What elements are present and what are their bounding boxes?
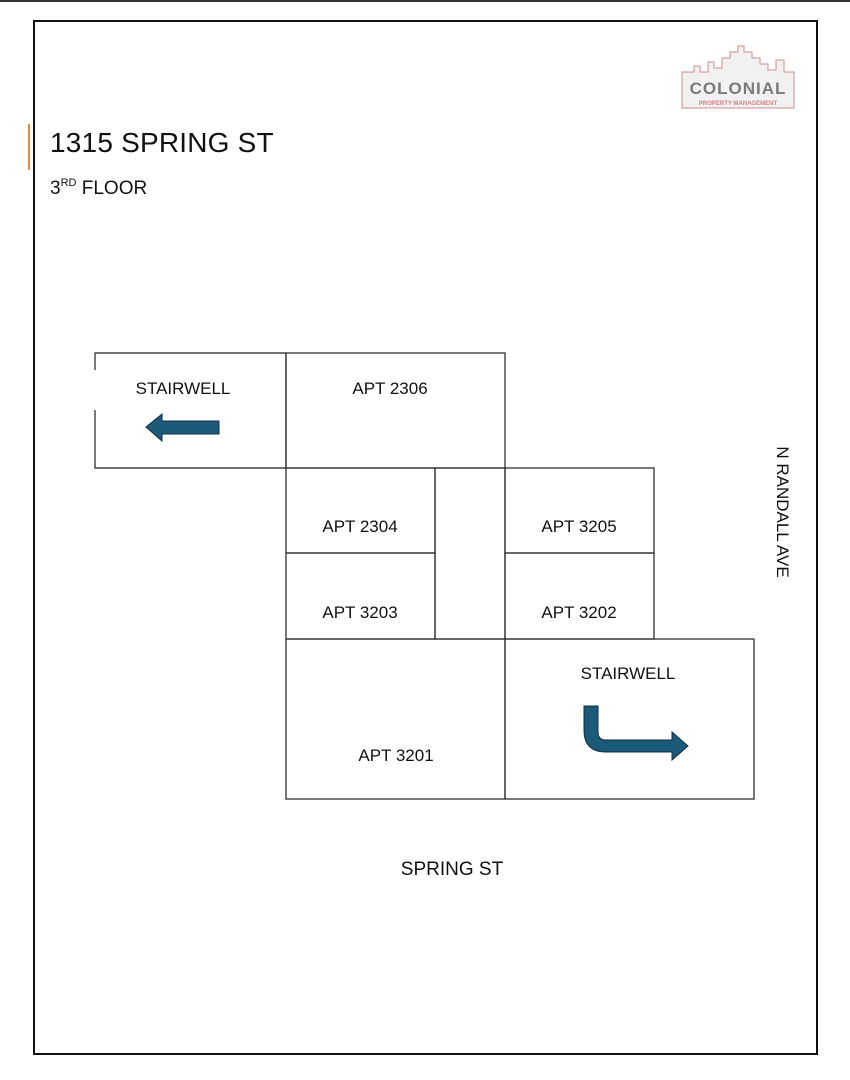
arrow-left-icon	[145, 412, 220, 443]
floor-label: 3RD FLOOR	[50, 177, 148, 199]
street-n-randall-ave: N RANDALL AVE	[773, 446, 792, 578]
stairwell-east-label: STAIRWELL	[580, 664, 676, 683]
arrow-bend-right-icon	[583, 705, 689, 762]
room-apt-3205	[504, 467, 655, 554]
street-spring-st: SPRING ST	[400, 859, 504, 880]
apt-3202-label: APT 3202	[541, 603, 617, 622]
room-apt-2306	[285, 352, 506, 469]
apt-3203-label: APT 3203	[322, 603, 398, 622]
top-rule	[0, 0, 850, 2]
room-stairwell-east	[504, 638, 755, 800]
colonial-logo: COLONIAL PROPERTY MANAGEMENT	[681, 45, 795, 109]
apt-2304-label: APT 2304	[322, 517, 398, 536]
page-frame	[33, 20, 818, 1055]
building-address: 1315 SPRING ST	[50, 127, 274, 158]
room-apt-3202	[504, 552, 655, 640]
apt-2306-label: APT 2306	[352, 379, 428, 398]
wall-stairwell-west	[94, 352, 287, 469]
room-apt-3201	[285, 638, 506, 800]
apt-3205-label: APT 3205	[541, 517, 617, 536]
svg-text:PROPERTY MANAGEMENT: PROPERTY MANAGEMENT	[699, 101, 778, 107]
room-apt-3203	[285, 552, 436, 640]
room-apt-2304	[285, 467, 436, 554]
svg-text:COLONIAL: COLONIAL	[690, 79, 787, 98]
title-accent-bar	[28, 124, 30, 170]
corridor	[434, 467, 506, 640]
stairwell-west-label: STAIRWELL	[135, 379, 231, 398]
apt-3201-label: APT 3201	[358, 746, 434, 765]
